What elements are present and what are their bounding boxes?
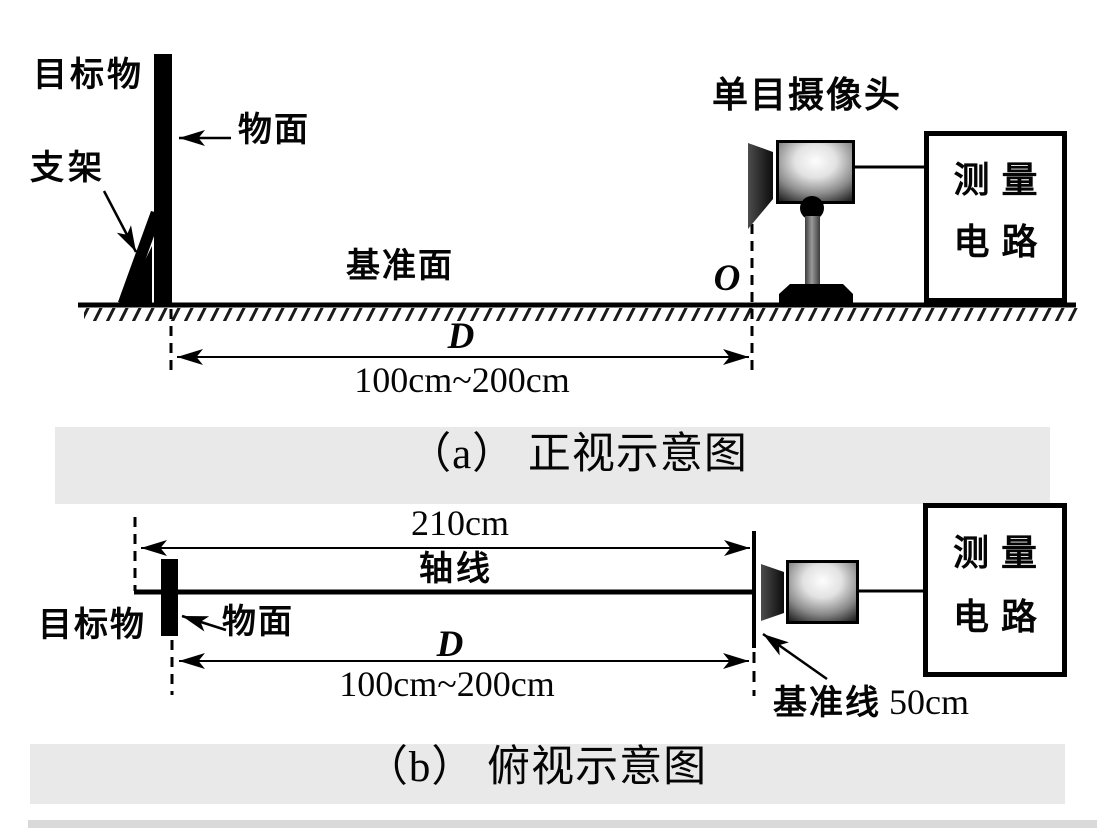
- circuit-box-line1-a: 测量: [953, 160, 1050, 200]
- circuit-box-line2-b: 电路: [952, 597, 1049, 637]
- caption-b: （b） 俯视示意图: [364, 744, 708, 791]
- baseline-pointer-arrow-b: [762, 632, 828, 681]
- distance-range-b: 100cm~200cm: [339, 664, 555, 704]
- circuit-box-a: [924, 131, 1067, 303]
- reference-plane-label-a: 基准面: [346, 248, 454, 285]
- bracket-pointer-arrow: [102, 190, 138, 253]
- camera-body-b: [786, 560, 859, 624]
- circuit-box-text-b: 测量 电路: [923, 503, 1067, 677]
- baseline-length-b: 50cm: [889, 682, 969, 722]
- camera-stand-base: [779, 284, 853, 305]
- target-label-b: 目标物: [38, 607, 146, 644]
- bracket-strut-a: [118, 211, 162, 305]
- target-bar-a: [154, 54, 172, 306]
- camera-ball-joint: [800, 196, 824, 220]
- target-label-a: 目标物: [33, 57, 144, 94]
- bottom-strip: [28, 820, 1097, 828]
- bracket-foot-a: [123, 246, 152, 305]
- bracket-label-a: 支架: [30, 150, 106, 187]
- camera-label-a: 单目摄像头: [712, 75, 903, 115]
- circuit-box-text-a: 测量 电路: [924, 131, 1067, 303]
- distance-symbol-a: D: [447, 316, 475, 357]
- ground-hatching-a: [84, 308, 1078, 321]
- target-bar-b: [161, 559, 178, 636]
- circuit-box-line2-a: 电路: [953, 222, 1050, 262]
- camera-lens-a: [748, 143, 773, 229]
- caption-a: （a） 正视示意图: [408, 431, 748, 478]
- origin-point-label-a: O: [713, 258, 741, 299]
- object-surface-label-a: 物面: [238, 112, 310, 149]
- axis-length-label-b: 210cm: [411, 503, 509, 543]
- camera-body-a: [776, 140, 855, 204]
- caption-b-band: [30, 744, 1065, 804]
- object-surface-pointer-arrow-b: [181, 614, 227, 632]
- distance-symbol-b: D: [436, 624, 464, 665]
- object-surface-label-b: 物面: [222, 604, 294, 641]
- circuit-box-line1-b: 测量: [952, 533, 1049, 573]
- caption-a-band: [55, 427, 1050, 504]
- camera-lens-b: [761, 564, 784, 621]
- circuit-box-b: [923, 503, 1067, 677]
- baseline-label-text-b: 基准线: [773, 685, 881, 722]
- distance-range-a: 100cm~200cm: [354, 360, 570, 400]
- camera-stand-pole: [805, 216, 820, 288]
- axis-label-b: 轴线: [419, 551, 493, 588]
